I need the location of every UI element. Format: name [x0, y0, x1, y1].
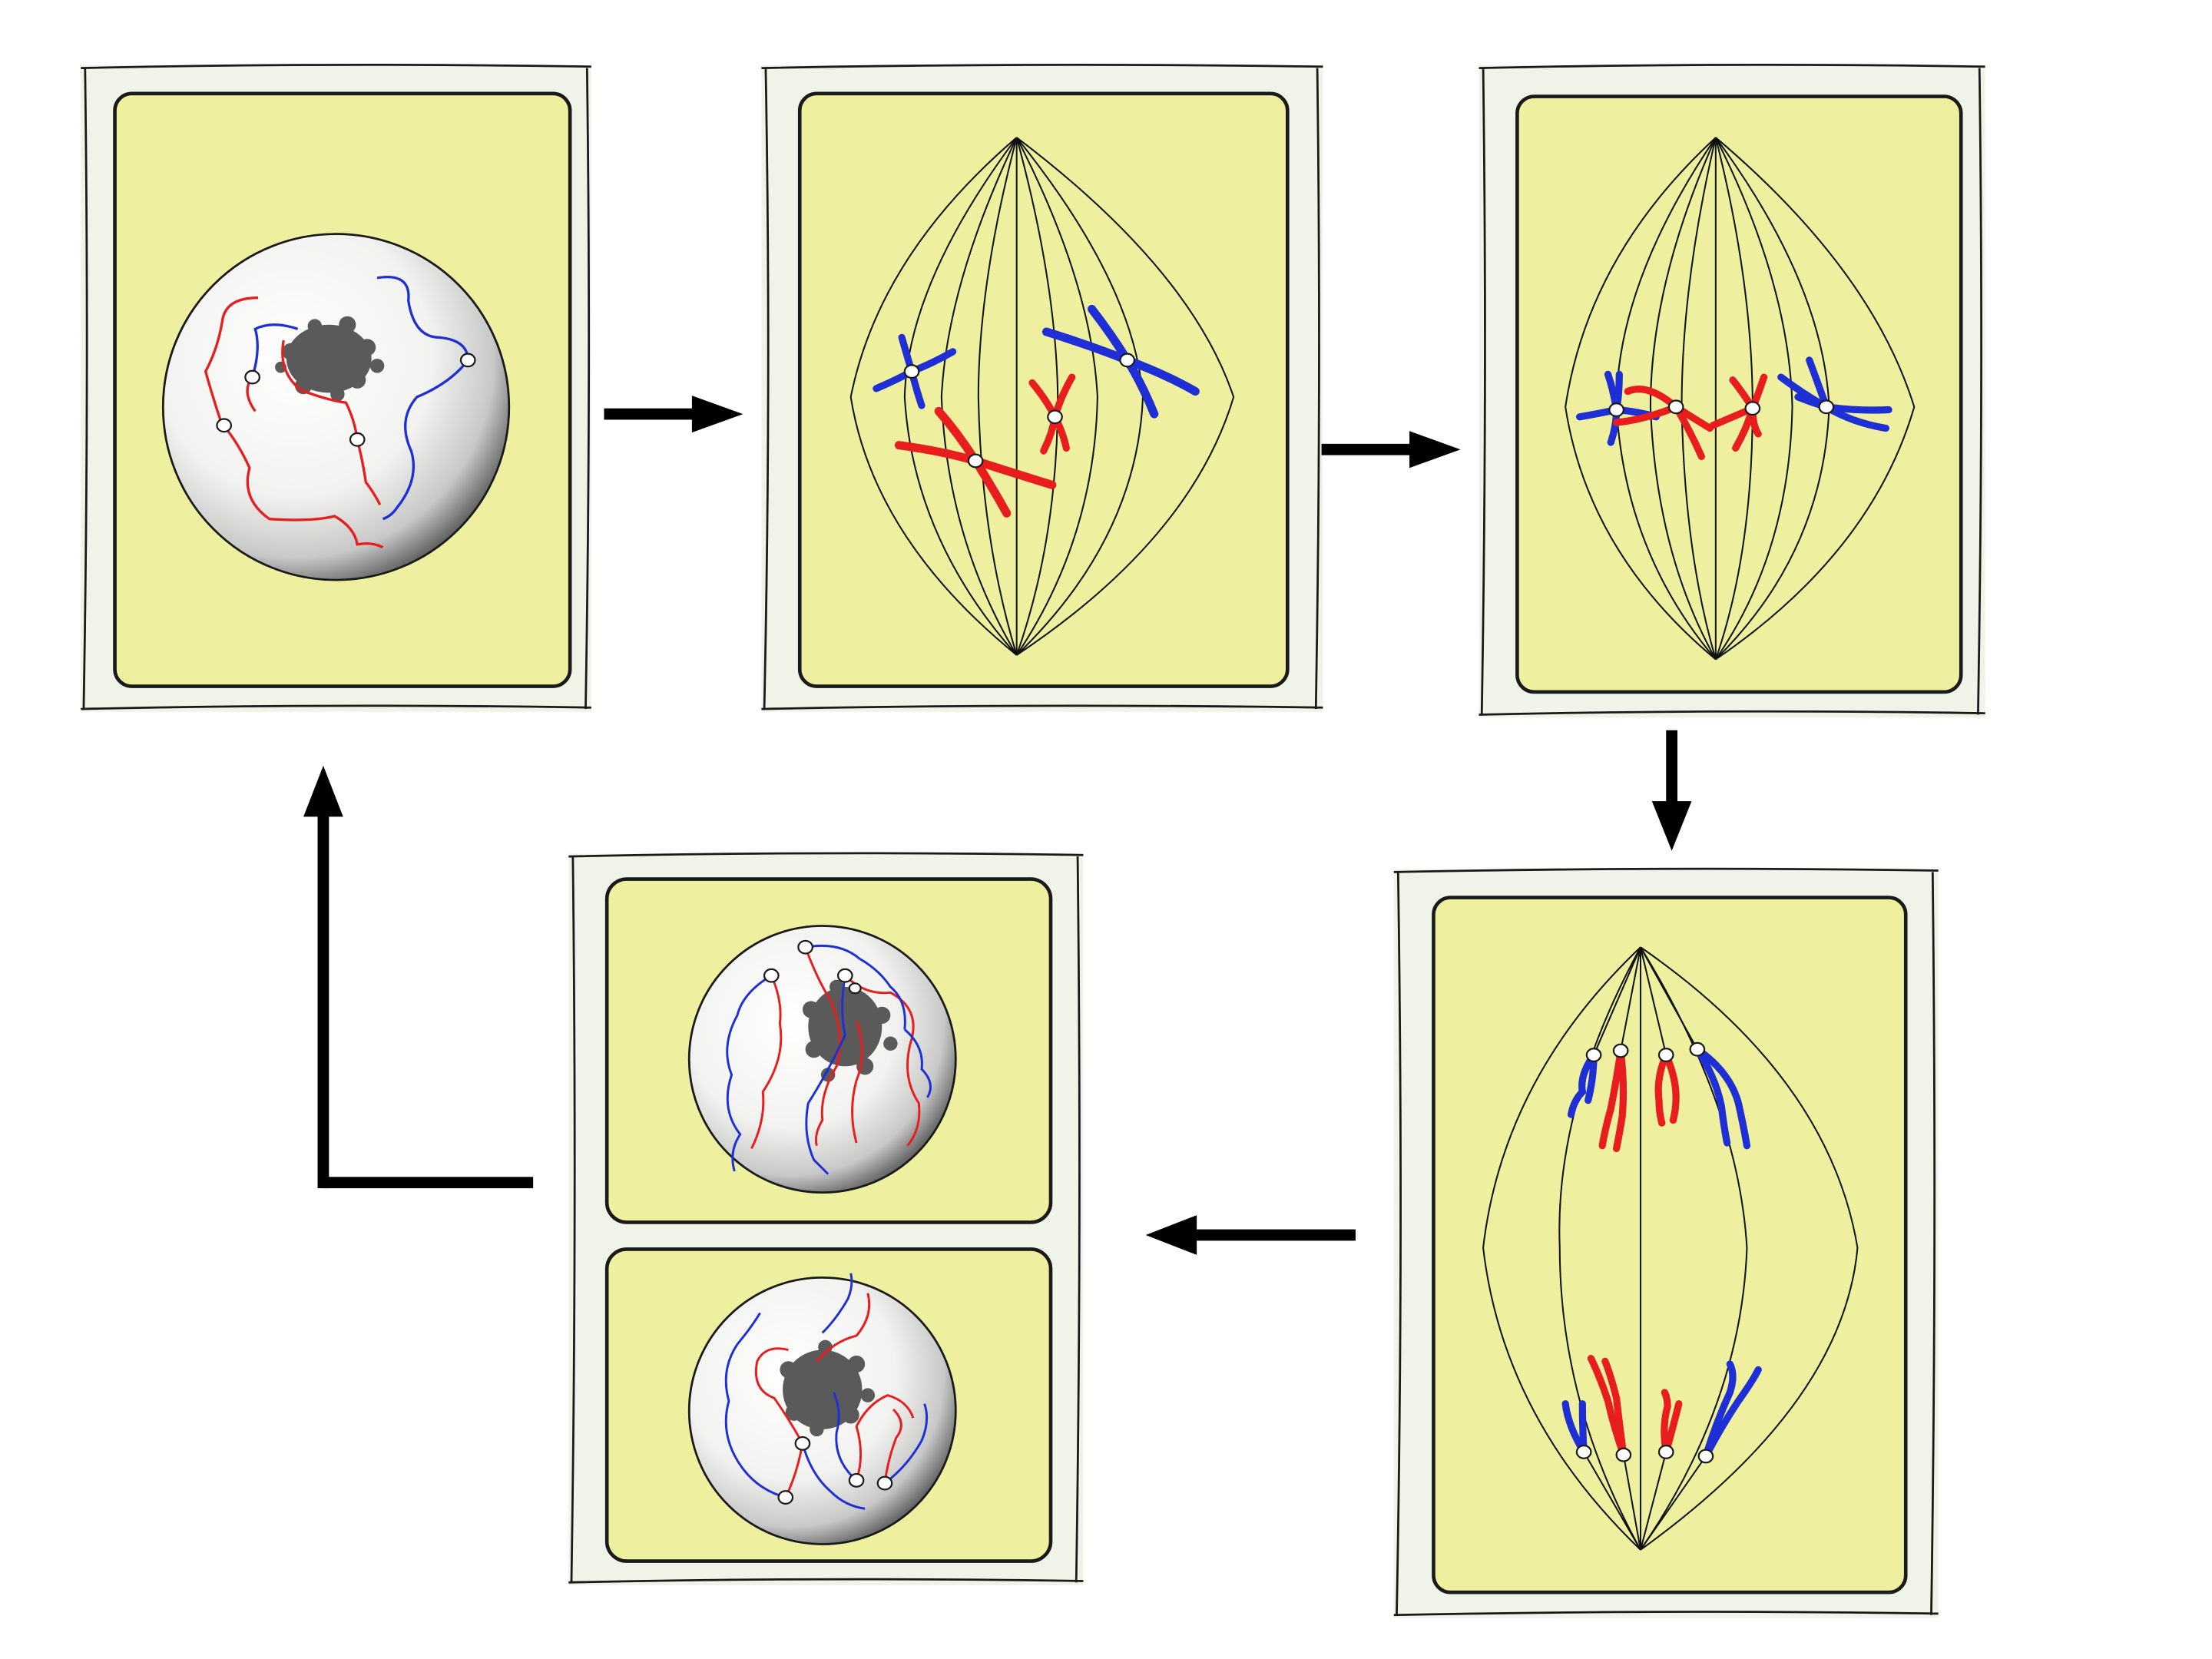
- arrow-down-icon: [1651, 730, 1692, 851]
- cell-wall-outline: [1393, 867, 1939, 1617]
- anaphase-cell: [1393, 867, 1939, 1618]
- centromere-set: [763, 939, 862, 995]
- cell-wall-outline: [81, 64, 591, 710]
- chromatin-blue: [251, 276, 469, 521]
- centromere-set: [1608, 399, 1835, 417]
- spindle-fibers: [1482, 946, 1859, 1551]
- centromere-set: [903, 353, 1136, 469]
- centromere-set: [216, 353, 476, 447]
- centromere-set: [1575, 1041, 1714, 1464]
- telophase-cell: [568, 852, 1084, 1585]
- centromere-set: [777, 1435, 893, 1505]
- prometaphase-cell: [761, 64, 1323, 712]
- cytoplasm: [1432, 896, 1908, 1594]
- spindle-fibers: [849, 137, 1235, 656]
- arrow-right-icon: [1321, 431, 1461, 469]
- chromatin-bottom-blue: [724, 1273, 929, 1510]
- chromatin-red: [204, 296, 384, 549]
- arrow-up-icon: [303, 765, 534, 1189]
- chromatids-upper-red: [1598, 1047, 1680, 1152]
- daughter-nucleus-top: [687, 925, 957, 1194]
- cell-wall-outline: [1479, 64, 1985, 716]
- arrow-left-icon: [1145, 1215, 1356, 1255]
- chromatin-top-red: [750, 946, 921, 1150]
- cytoplasm: [797, 91, 1290, 688]
- cell-wall-outline: [568, 852, 1084, 1584]
- cell-wall-outline: [761, 64, 1323, 710]
- nucleolus: [275, 316, 385, 402]
- arrow-right-icon: [604, 396, 743, 433]
- chromatin-top-blue: [726, 944, 932, 1175]
- nucleolus-bottom: [780, 1339, 876, 1437]
- interphase-cell: [81, 64, 591, 712]
- metaphase-cell: [1479, 64, 1985, 718]
